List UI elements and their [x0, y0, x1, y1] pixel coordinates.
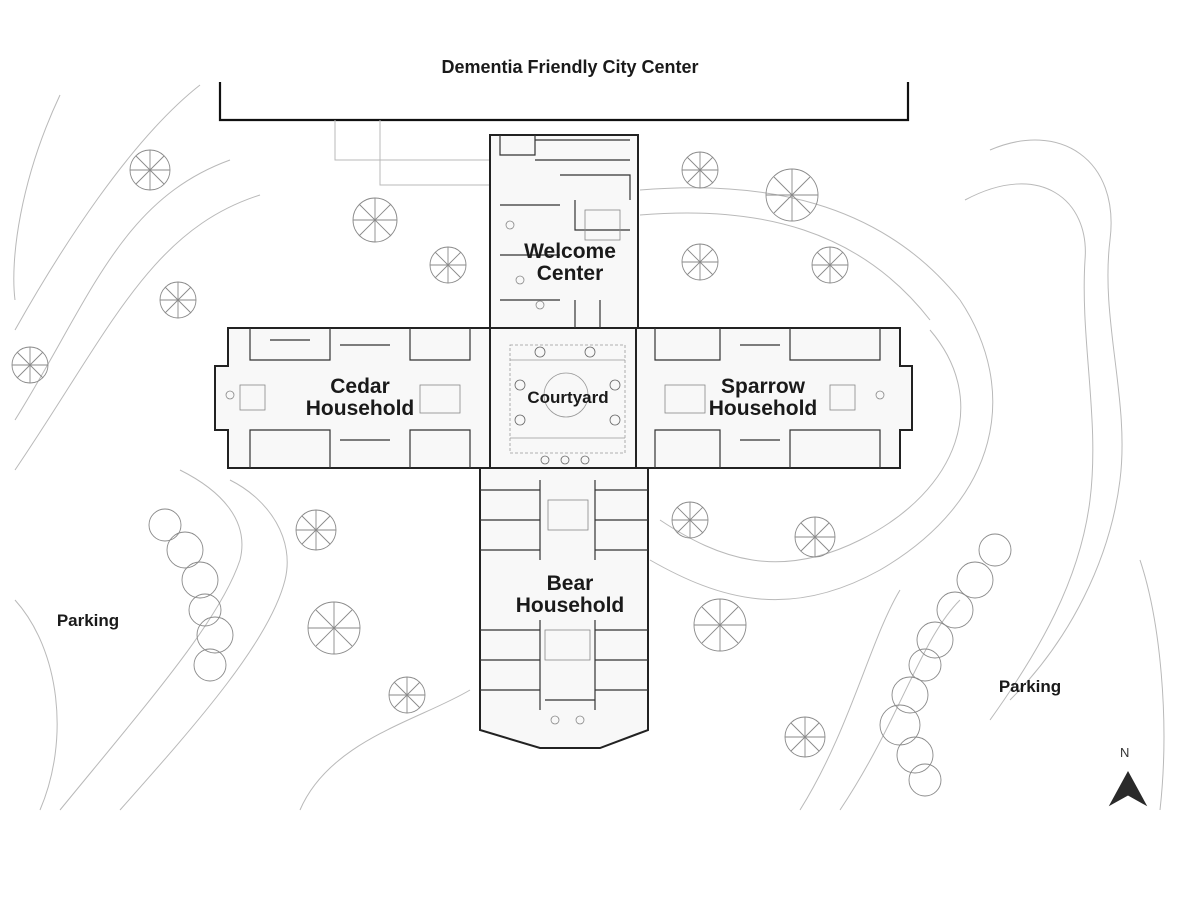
north-arrow-icon — [1108, 770, 1148, 807]
building — [214, 134, 913, 749]
label-parking-right: Parking — [998, 677, 1062, 696]
compass-north-label: N — [1120, 745, 1130, 760]
label-parking-left: Parking — [56, 611, 120, 630]
label-welcome-center: Welcome Center — [524, 240, 616, 286]
courtyard-detail — [509, 344, 626, 454]
label-sparrow-household: Sparrow Household — [708, 375, 818, 421]
paths — [13, 84, 1165, 811]
label-bear-household: Bear Household — [515, 572, 625, 618]
rooms — [249, 135, 881, 710]
label-courtyard: Courtyard — [527, 388, 609, 407]
city-center-title: Dementia Friendly City Center — [441, 57, 699, 77]
label-cedar-household: Cedar Household — [305, 375, 415, 421]
furniture — [225, 209, 885, 725]
courtyard-trees — [514, 346, 621, 465]
trees — [11, 149, 1012, 797]
city-center-boundary — [218, 82, 910, 122]
